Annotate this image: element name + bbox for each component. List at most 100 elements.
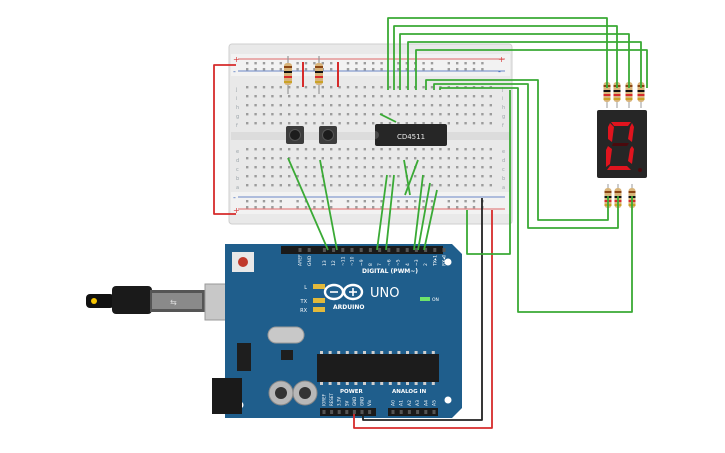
digital-pin-label: RX◂0	[442, 255, 448, 266]
chip-pin	[371, 382, 375, 385]
breadboard-hole	[355, 175, 358, 178]
row-letter: i	[236, 96, 237, 102]
row-letter: c	[502, 167, 505, 173]
breadboard-hole	[296, 157, 299, 160]
rail-hole	[296, 206, 299, 209]
breadboard-hole	[363, 157, 366, 160]
rail-hole	[296, 200, 299, 203]
row-letter: j	[235, 87, 237, 93]
breadboard-hole	[481, 95, 484, 98]
row-letter: d	[236, 158, 239, 164]
power-pin-hole	[352, 410, 356, 414]
breadboard-hole	[388, 104, 392, 107]
breadboard-hole	[464, 148, 467, 151]
rail-hole	[405, 200, 408, 203]
breadboard-hole	[279, 157, 282, 160]
chip-pin	[397, 382, 401, 385]
breadboard-hole	[363, 148, 366, 151]
rail-hole	[372, 200, 375, 203]
breadboard-hole	[262, 166, 266, 169]
rail-hole	[414, 200, 417, 203]
rail-hole	[464, 62, 467, 65]
segment-resistor	[603, 78, 611, 108]
breadboard-hole	[481, 113, 484, 116]
breadboard-hole	[313, 95, 316, 98]
breadboard-hole	[481, 166, 484, 169]
breadboard-hole	[254, 95, 257, 98]
analog-pin-hole	[399, 410, 403, 414]
breadboard-hole	[363, 122, 366, 125]
breadboard-hole	[388, 113, 392, 116]
rail-hole	[271, 68, 274, 71]
digital-pin-label: ~10	[350, 256, 356, 266]
breadboard-hole	[397, 184, 400, 187]
breadboard-hole	[388, 86, 392, 89]
rail-hole	[472, 68, 476, 71]
breadboard-hole	[346, 95, 350, 98]
breadboard-hole	[271, 122, 274, 125]
breadboard-hole	[405, 184, 408, 187]
push-button-2[interactable]	[319, 126, 337, 144]
breadboard-hole	[388, 175, 392, 178]
power-pin-label: IOREF	[322, 393, 327, 406]
breadboard-hole	[296, 95, 299, 98]
breadboard-hole	[489, 175, 492, 178]
breadboard-hole	[321, 157, 324, 160]
breadboard-hole	[481, 122, 484, 125]
breadboard-hole	[338, 148, 341, 151]
breadboard-hole	[313, 148, 316, 151]
breadboard-hole	[321, 122, 324, 125]
wire-black-gnd	[362, 198, 483, 421]
reset-button-cap[interactable]	[238, 257, 248, 267]
rail-minus-label-bottom: -	[233, 193, 236, 202]
breadboard-hole	[430, 148, 434, 151]
digital-pin-hole	[298, 248, 302, 252]
breadboard-hole	[456, 95, 459, 98]
breadboard-hole	[372, 157, 375, 160]
breadboard-hole	[304, 95, 308, 98]
breadboard-hole	[430, 86, 434, 89]
rail-hole	[447, 206, 450, 209]
usb-icon: ⇆	[170, 298, 177, 307]
rail-minus-label: -	[233, 67, 236, 76]
segment-a	[611, 122, 631, 126]
breadboard-hole	[346, 122, 350, 125]
breadboard-hole	[456, 104, 459, 107]
breadboard-hole	[430, 95, 434, 98]
breadboard-hole	[296, 86, 299, 89]
chip-pin	[320, 382, 323, 385]
breadboard-hole	[405, 166, 408, 169]
breadboard-hole	[304, 175, 308, 178]
rail-hole	[313, 68, 316, 71]
digital-pin-hole	[359, 248, 363, 252]
rail-hole	[330, 68, 333, 71]
breadboard-hole	[246, 157, 249, 160]
segment-e	[606, 146, 612, 167]
resistor-1	[284, 56, 292, 94]
board-model: UNO	[370, 286, 399, 301]
breadboard-hole	[397, 122, 400, 125]
rail-hole	[330, 62, 333, 65]
rail-hole	[254, 200, 257, 203]
breadboard-hole	[246, 148, 249, 151]
decimal-point	[638, 168, 642, 172]
analog-pin-hole	[424, 410, 428, 414]
chip-pin	[388, 382, 392, 385]
breadboard-hole	[380, 86, 383, 89]
rail-hole	[422, 206, 425, 209]
digital-pin-label: ~9	[359, 259, 365, 266]
breadboard-hole	[397, 157, 400, 160]
power-pin-label: Vin	[367, 399, 372, 406]
breadboard-hole	[464, 166, 467, 169]
breadboard-hole	[456, 157, 459, 160]
chip-pin	[345, 382, 349, 385]
power-pin-hole	[368, 410, 372, 414]
breadboard-hole	[372, 113, 375, 116]
push-button-1[interactable]	[286, 126, 304, 144]
row-letter: h	[502, 105, 505, 111]
power-jack	[212, 378, 242, 414]
breadboard-hole	[363, 184, 366, 187]
breadboard-hole	[296, 175, 299, 178]
